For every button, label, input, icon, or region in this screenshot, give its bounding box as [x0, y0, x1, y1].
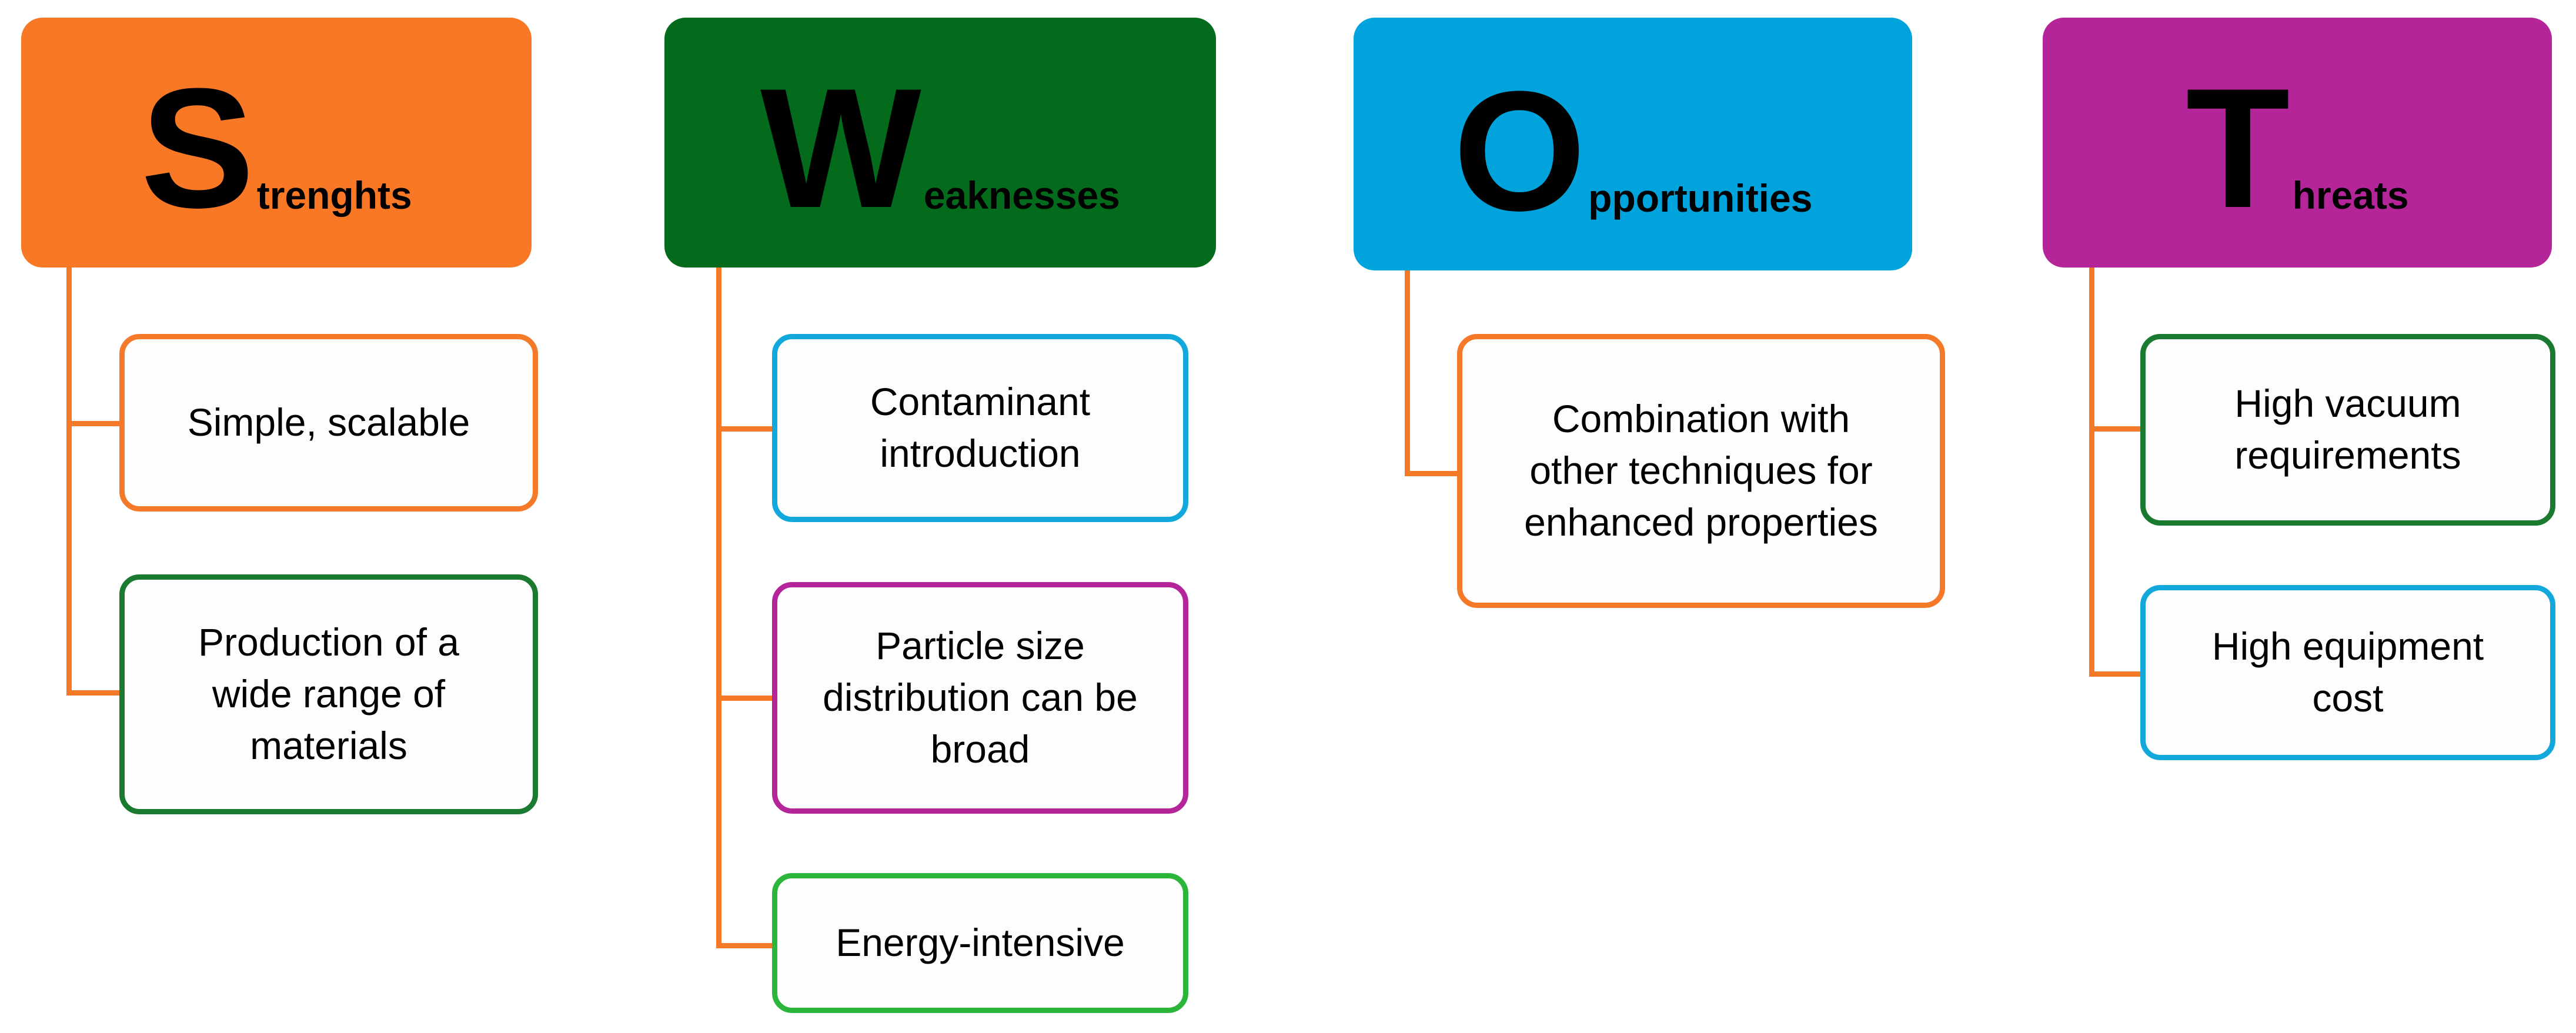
weaknesses-item-1: Contaminant introduction: [772, 334, 1188, 522]
weaknesses-branch-3: [716, 943, 775, 948]
weaknesses-connector: [716, 268, 721, 948]
strengths-connector: [66, 268, 72, 696]
threats-connector: [2089, 268, 2094, 677]
opportunities-branch-1: [1405, 471, 1462, 476]
strengths-branch-1: [66, 421, 121, 426]
threats-item-2-text: High equipment cost: [2211, 624, 2484, 720]
weaknesses-rest: eaknesses: [923, 173, 1120, 217]
strengths-item-2-text: Production of a wide range of materials: [198, 620, 459, 767]
threats-rest: hreats: [2292, 173, 2409, 217]
weaknesses-letter: W: [760, 52, 921, 243]
strengths-letter: S: [141, 52, 255, 243]
opportunities-connector: [1405, 270, 1410, 476]
opportunities-item-1: Combination with other techniques for en…: [1457, 334, 1945, 608]
threats-letter: T: [2186, 52, 2290, 243]
strengths-item-1-text: Simple, scalable: [187, 400, 470, 444]
threats-item-1: High vacuum requirements: [2140, 334, 2555, 526]
threats-branch-2: [2089, 671, 2148, 677]
threats-item-2: High equipment cost: [2140, 585, 2555, 760]
weaknesses-item-1-text: Contaminant introduction: [870, 380, 1091, 475]
strengths-item-1: Simple, scalable: [119, 334, 538, 512]
weaknesses-item-3: Energy-intensive: [772, 873, 1188, 1013]
weaknesses-branch-2: [716, 696, 775, 701]
weaknesses-item-3-text: Energy-intensive: [836, 921, 1125, 965]
weaknesses-item-2-text: Particle size distribution can be broad: [823, 624, 1138, 771]
weaknesses-branch-1: [716, 426, 775, 432]
opportunities-item-1-text: Combination with other techniques for en…: [1524, 397, 1878, 544]
opportunities-letter: O: [1453, 55, 1586, 246]
threats-item-1-text: High vacuum requirements: [2234, 382, 2461, 477]
strengths-rest: trenghts: [256, 173, 412, 217]
opportunities-rest: pportunities: [1588, 176, 1813, 220]
threats-branch-1: [2089, 426, 2148, 432]
weaknesses-item-2: Particle size distribution can be broad: [772, 582, 1188, 814]
strengths-item-2: Production of a wide range of materials: [119, 574, 538, 814]
strengths-branch-2: [66, 690, 121, 696]
